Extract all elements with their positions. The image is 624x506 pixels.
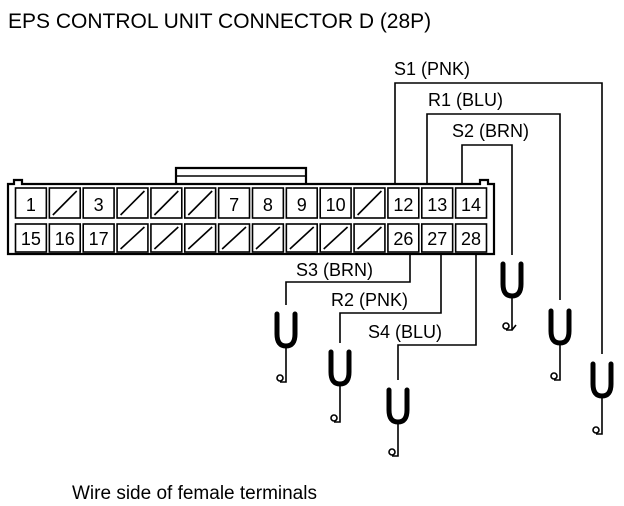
empty-cavity-slash: [153, 226, 179, 250]
empty-cavity-slash: [255, 226, 281, 250]
pin-label: 14: [461, 195, 481, 215]
pin-label: 3: [94, 195, 104, 215]
wire-r2: R2 (PNK): [331, 254, 442, 343]
empty-cavity-slash: [323, 226, 349, 250]
empty-cavity-slash: [357, 190, 382, 216]
cavity-12: 12: [387, 187, 420, 219]
terminal-s1: [590, 361, 614, 435]
connector-housing: [6, 166, 496, 256]
cavity-empty: [116, 223, 149, 253]
wire-label-r2: R2 (PNK): [331, 290, 408, 310]
empty-cavity-slash: [187, 226, 213, 250]
wire-s3: S3 (BRN): [285, 254, 411, 305]
wire-s2: S2 (BRN): [452, 121, 529, 255]
cavity-empty: [116, 187, 149, 219]
pin-label: 17: [89, 229, 109, 249]
cavity-empty: [353, 223, 386, 253]
wire-label-r1: R1 (BLU): [428, 90, 503, 110]
empty-cavity-slash: [153, 190, 179, 216]
cavity-10: 10: [319, 187, 352, 219]
terminal-s3: [274, 311, 298, 383]
pin-label: 26: [393, 229, 413, 249]
cavity-26: 26: [387, 223, 420, 253]
wire-label-s1: S1 (PNK): [394, 59, 470, 79]
cavity-empty: [150, 187, 183, 219]
cavity-27: 27: [420, 223, 454, 253]
empty-cavity-slash: [120, 226, 145, 250]
cavity-empty: [150, 223, 183, 253]
pin-label: 1: [26, 195, 36, 215]
wire-s4: S4 (BLU): [368, 254, 477, 380]
diagram-caption: Wire side of female terminals: [72, 483, 317, 504]
empty-cavity-slash: [187, 190, 213, 216]
cavity-17: 17: [82, 223, 115, 253]
pin-label: 16: [55, 229, 75, 249]
pin-label: 8: [263, 195, 273, 215]
cavity-empty: [319, 223, 352, 253]
cavity-empty: [285, 223, 319, 253]
wire-r1: R1 (BLU): [426, 90, 561, 300]
pin-label: 15: [21, 229, 41, 249]
cavity-empty: [251, 223, 285, 253]
cavity-empty: [48, 187, 82, 219]
cavity-empty: [217, 223, 251, 253]
wire-s1: S1 (PNK): [394, 59, 603, 354]
cavity-1: 1: [14, 187, 48, 219]
pin-label: 10: [326, 195, 346, 215]
empty-cavity-slash: [357, 226, 382, 250]
cavity-3: 3: [82, 187, 115, 219]
pin-label: 9: [297, 195, 307, 215]
empty-cavity-slash: [120, 190, 145, 216]
empty-cavity-slash: [289, 226, 315, 250]
terminal-s2: [500, 261, 524, 331]
cavity-14: 14: [454, 187, 488, 219]
pin-label: 13: [427, 195, 447, 215]
cavity-empty: [183, 223, 217, 253]
cavity-13: 13: [420, 187, 454, 219]
terminal-s4: [386, 387, 410, 457]
cavity-empty: [353, 187, 386, 219]
cavity-15: 15: [14, 223, 48, 253]
terminal-r2: [328, 349, 352, 423]
cavity-16: 16: [48, 223, 82, 253]
cavity-9: 9: [285, 187, 319, 219]
pin-label: 28: [461, 229, 481, 249]
wire-label-s2: S2 (BRN): [452, 121, 529, 141]
empty-cavity-slash: [52, 190, 78, 216]
terminal-r1: [548, 308, 572, 381]
pin-label: 7: [229, 195, 239, 215]
pin-label: 12: [393, 195, 413, 215]
cavity-8: 8: [251, 187, 285, 219]
connector-bottom-row: 15 16 17 26 27 28: [14, 223, 488, 253]
empty-cavity-slash: [221, 226, 247, 250]
cavity-7: 7: [217, 187, 251, 219]
wire-label-s3: S3 (BRN): [296, 260, 373, 280]
pin-label: 27: [427, 229, 447, 249]
cavity-28: 28: [454, 223, 488, 253]
cavity-empty: [183, 187, 217, 219]
diagram-title: EPS CONTROL UNIT CONNECTOR D (28P): [8, 10, 431, 33]
wire-label-s4: S4 (BLU): [368, 322, 442, 342]
